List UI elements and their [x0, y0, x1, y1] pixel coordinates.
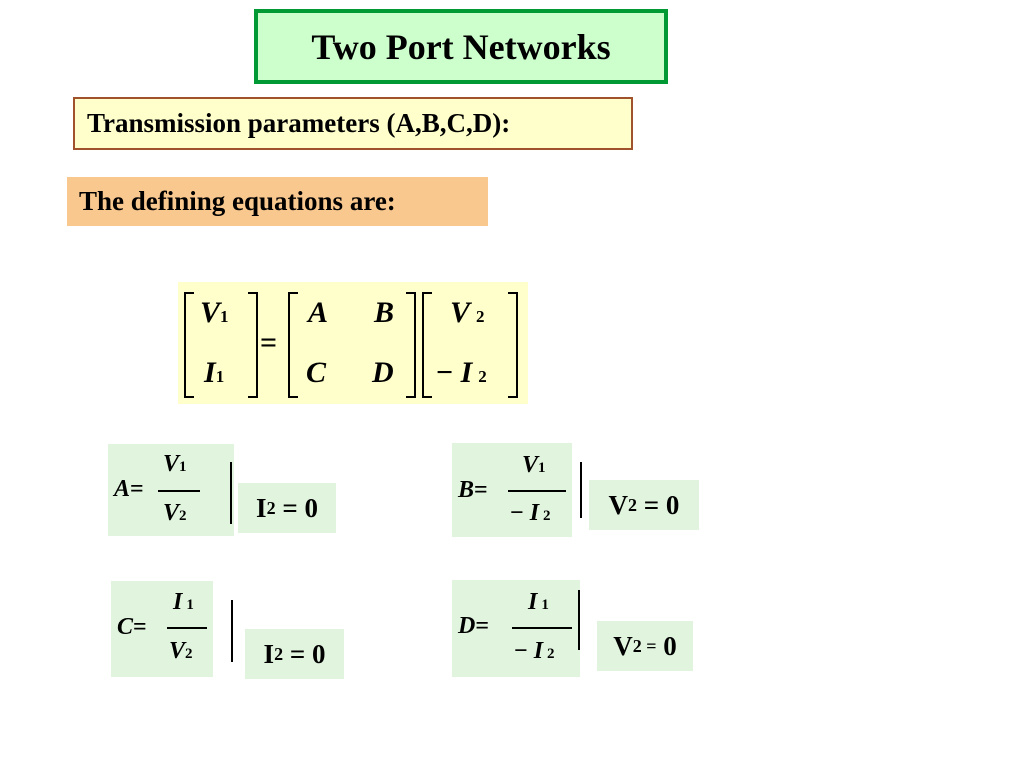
coeff-b: B — [374, 296, 395, 329]
lhs-left-bracket — [184, 292, 194, 398]
coeff-left-bracket — [288, 292, 298, 398]
param-b-lhs: B= — [458, 477, 488, 503]
param-c-eval-bar — [231, 600, 233, 662]
param-b-numerator: V1 — [522, 452, 546, 478]
slide-title: Two Port Networks — [254, 9, 668, 84]
lead-text: The defining equations are: — [79, 186, 396, 216]
param-d-eval-bar — [578, 590, 580, 650]
param-d-lhs: D= — [458, 613, 490, 639]
matrix-equals: = — [260, 326, 278, 359]
param-a-denominator: V2 — [163, 500, 187, 526]
param-a-equation: A= V1 V2 — [108, 444, 234, 536]
param-c-fraction-line — [167, 627, 207, 629]
coeff-right-bracket — [406, 292, 416, 398]
rhs-left-bracket — [422, 292, 432, 398]
subtitle-box: Transmission parameters (A,B,C,D): — [73, 97, 633, 150]
coeff-a: A — [308, 296, 329, 329]
lhs-right-bracket — [248, 292, 258, 398]
lhs-i1: I1 — [204, 356, 225, 389]
param-c-denominator: V2 — [169, 638, 193, 664]
param-d-fraction-line — [512, 627, 572, 629]
param-c-lhs: C= — [117, 614, 147, 640]
subtitle-text: Transmission parameters (A,B,C,D): — [87, 108, 511, 138]
lead-box: The defining equations are: — [67, 177, 488, 226]
param-a-numerator: V1 — [163, 451, 187, 477]
param-a-fraction-line — [158, 490, 200, 492]
lhs-v1: V1 — [200, 296, 229, 329]
coeff-d: D — [372, 356, 394, 389]
param-b-fraction-line — [508, 490, 566, 492]
rhs-right-bracket — [508, 292, 518, 398]
slide-title-text: Two Port Networks — [311, 26, 611, 67]
param-a-eval-bar — [230, 462, 232, 524]
param-b-eval-bar — [580, 462, 582, 518]
coeff-c: C — [306, 356, 327, 389]
param-a-lhs: A= — [114, 476, 144, 502]
